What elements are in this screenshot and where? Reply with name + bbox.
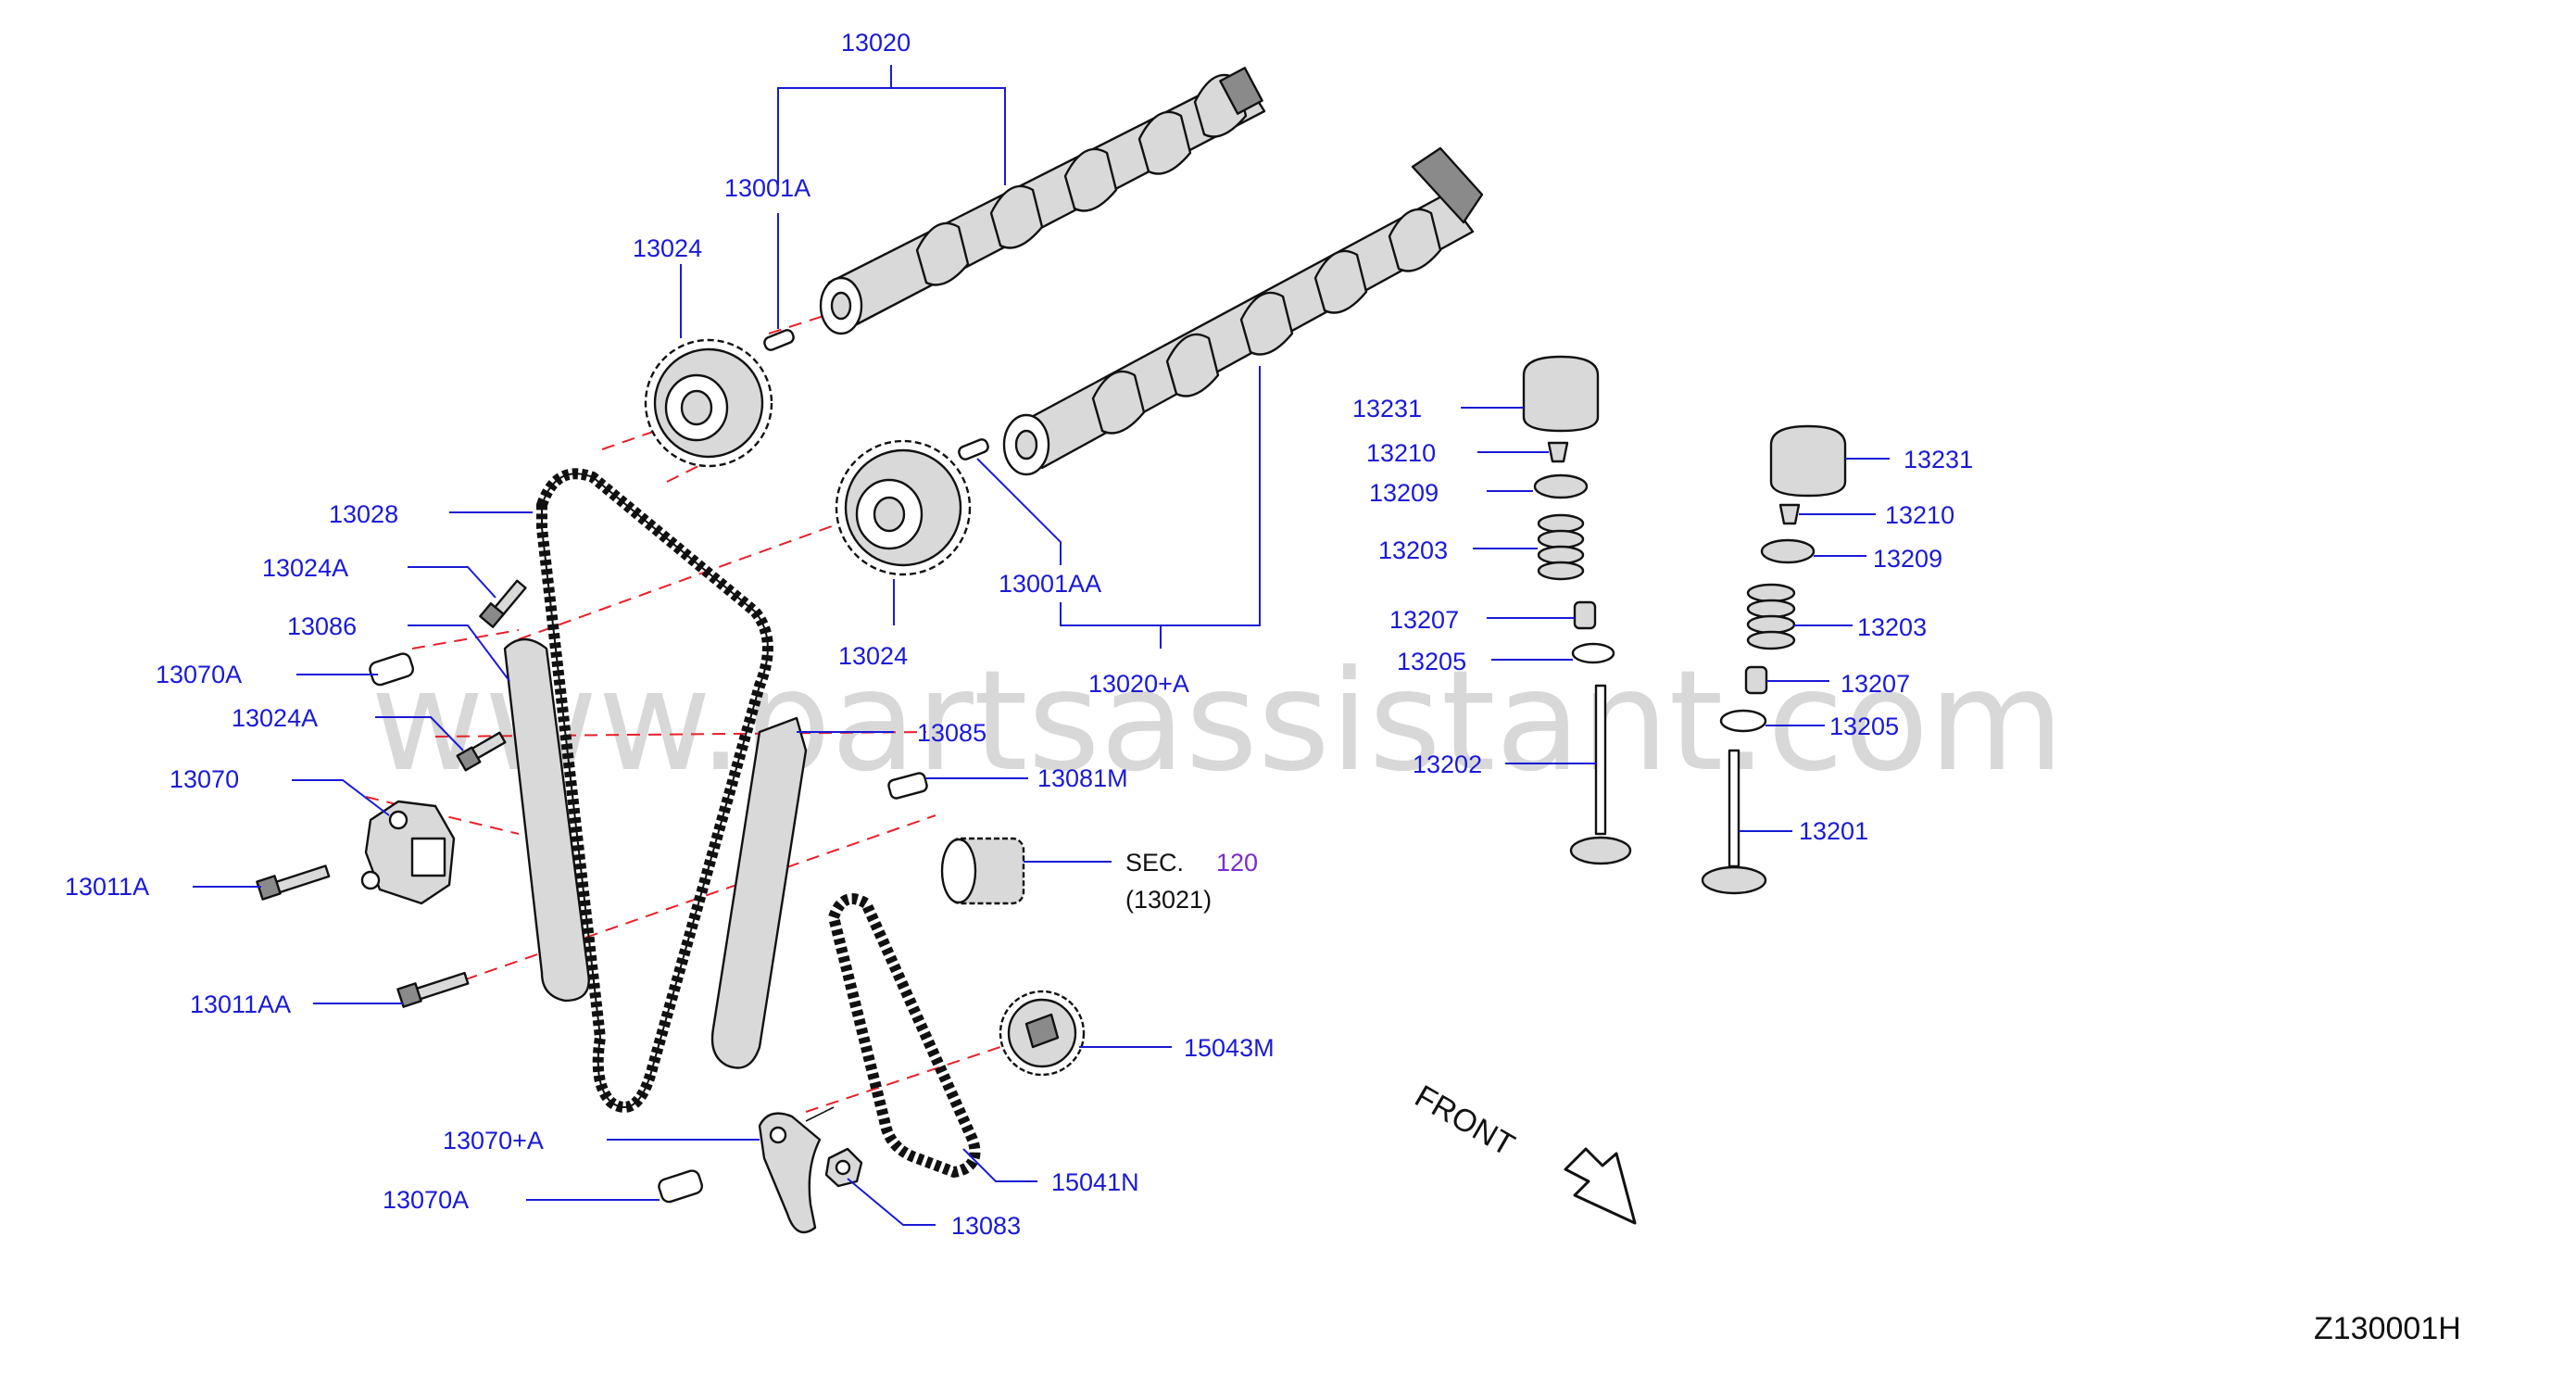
timing-chain-outline [541,473,769,1108]
label-sec-prefix: SEC. [1125,849,1184,877]
valve-retainer-13209-right [1760,538,1816,564]
label-13205-left: 13205 [1397,648,1466,675]
label-13024-top: 13024 [633,234,702,262]
valve-seal-13207-right [1744,665,1768,695]
valve-train-right [1701,424,1847,895]
dowel-pin-13001aa [958,438,989,460]
valve-spring-13203-left [1537,513,1585,581]
bolt-13024a-lower [456,731,507,772]
label-13028: 13028 [329,500,398,528]
label-13207-left: 13207 [1389,606,1459,634]
label-13024a-upper: 13024A [262,554,348,582]
intake-valve-13201 [1701,749,1767,895]
valve-retainer-13209-left [1533,473,1589,499]
label-13086: 13086 [287,612,357,640]
label-13231-right: 13231 [1904,446,1973,473]
dowel-pin-13001a [763,329,795,351]
oil-pump-sprocket-15043m [999,990,1086,1077]
part-labels: 13020 13001A 13024 13028 13024A 13086 13… [65,29,1973,1240]
valve-collet-13210-right [1778,503,1801,525]
tensioner-13070 [360,800,456,905]
label-13001aa: 13001AA [999,570,1101,598]
valve-spring-13203-right [1746,583,1796,650]
label-13085: 13085 [917,719,986,747]
label-13209-left: 13209 [1369,479,1439,507]
label-13070-a: 13070+A [443,1127,544,1154]
valve-collet-13210-left [1547,441,1569,463]
label-13205-right: 13205 [1829,713,1899,740]
centerlines [365,310,1029,1113]
sprocket-13024-upper [644,338,773,468]
valve-train-left [1522,355,1632,865]
watermark: www.partsassistant.com [371,641,2064,802]
camshaft-13020 [819,67,1266,335]
label-13203-left: 13203 [1378,536,1448,564]
pin-13070a-lower [658,1169,704,1204]
label-13231-left: 13231 [1352,395,1422,423]
label-sec-sub: (13021) [1125,886,1212,914]
crank-sprocket-13021 [940,837,1025,905]
leader-lines [193,65,1890,1226]
label-15041n: 15041N [1051,1168,1139,1196]
label-13201: 13201 [1799,817,1868,845]
label-13020-a: 13020+A [1088,670,1189,698]
sprocket-13024-lower [835,439,972,576]
label-13070a-upper: 13070A [156,661,242,688]
label-13011aa: 13011AA [190,990,291,1018]
label-13001a: 13001A [724,174,810,202]
label-13070a-lower: 13070A [383,1186,469,1214]
label-13203-right: 13203 [1857,613,1927,641]
label-13207-right: 13207 [1841,670,1910,698]
oil-pump-chain-15041n [827,893,981,1179]
label-13081m: 13081M [1037,764,1128,792]
bolt-13011aa [396,971,470,1008]
label-13024-mid: 13024 [838,642,908,670]
tension-guide-13085 [710,716,808,1069]
label-13209-right: 13209 [1873,545,1942,573]
label-13210-right: 13210 [1885,501,1954,529]
label-sec-number: 120 [1216,849,1258,877]
label-13070: 13070 [170,765,239,793]
bolt-13011a [256,864,331,901]
valve-lifter-13231-left [1522,355,1600,433]
front-arrow-icon [1564,1147,1637,1225]
valve-seal-13207-left [1573,600,1597,630]
nut-13083 [824,1147,863,1188]
tensioner-13070-a [758,1106,835,1234]
label-13011a: 13011A [65,873,149,901]
pin-13081m [887,772,928,800]
bolt-13024a-upper [479,579,527,628]
valve-seat-13205-left [1571,642,1615,664]
label-13202: 13202 [1413,751,1482,778]
label-15043m: 15043M [1184,1034,1275,1062]
front-label: FRONT [1409,1079,1520,1163]
label-13024a-lower: 13024A [232,704,318,732]
valve-lifter-13231-right [1769,424,1847,498]
exhaust-valve-13202 [1569,684,1632,865]
pin-13070a-upper [369,652,415,687]
front-indicator: FRONT [1409,1079,1637,1225]
valve-seat-13205-right [1719,709,1767,733]
label-13020: 13020 [841,29,911,57]
label-13083: 13083 [951,1212,1021,1240]
camshaft-13020-a [1002,146,1484,476]
figure-id: Z130001H [2314,1311,2461,1346]
chain-guide-13086 [503,637,590,1003]
label-13210-left: 13210 [1366,439,1436,467]
